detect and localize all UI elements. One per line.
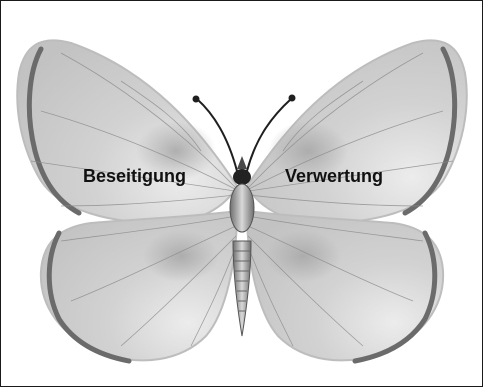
left-lower-wing xyxy=(41,211,237,361)
right-wing-label: Verwertung xyxy=(285,166,383,187)
left-wing-label: Beseitigung xyxy=(83,166,186,187)
right-lower-wing xyxy=(247,211,443,361)
right-upper-wing xyxy=(247,40,467,223)
left-upper-wing xyxy=(17,40,237,223)
